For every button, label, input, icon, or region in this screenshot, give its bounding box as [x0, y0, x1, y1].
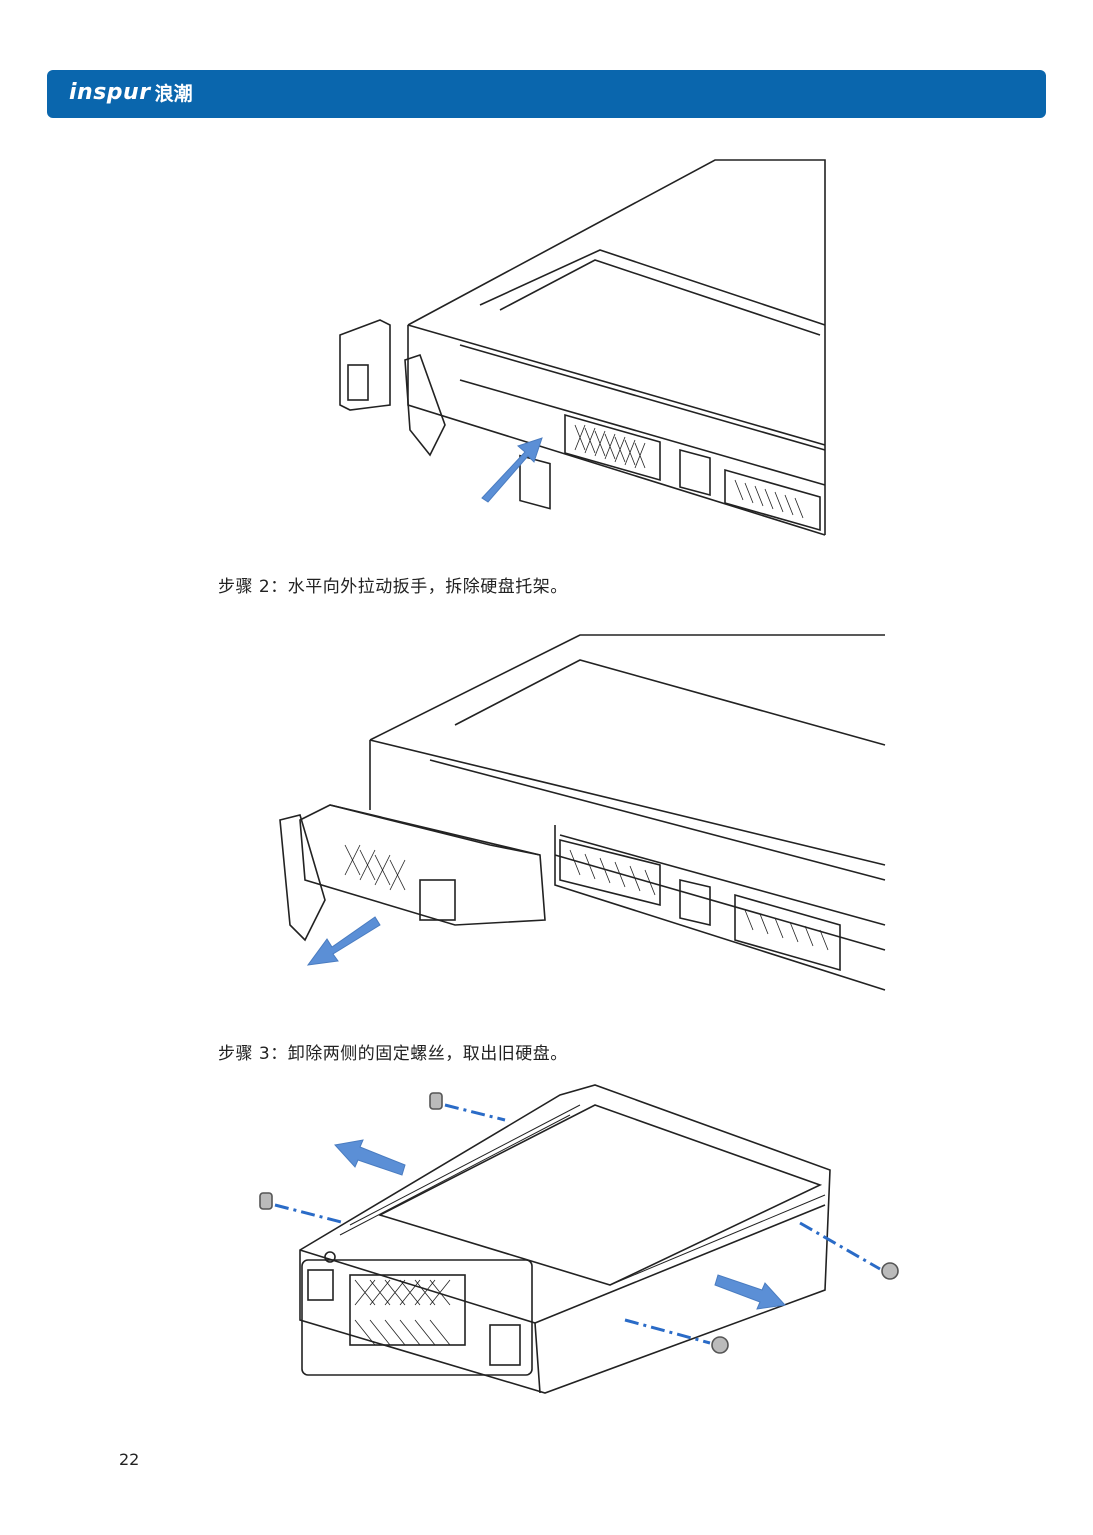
server-chassis-drawing	[339, 159, 826, 536]
server-pull-tray-illustration	[270, 625, 890, 1000]
step-3-text: 步骤 3：卸除两侧的固定螺丝，取出旧硬盘。	[218, 1044, 568, 1064]
drive-tray-drawing	[259, 1084, 899, 1394]
screw-right-icon	[881, 1262, 899, 1280]
logo-cjk: 浪潮	[154, 83, 193, 105]
server-press-latch-illustration	[320, 150, 840, 545]
server-tray-drawing	[279, 634, 886, 991]
page-number: 22	[119, 1450, 140, 1469]
logo-latin: inspur	[69, 80, 151, 105]
pull-arrow-icon	[306, 916, 381, 966]
step-2-text: 步骤 2：水平向外拉动扳手，拆除硬盘托架。	[218, 577, 568, 597]
screw-left-icon	[259, 1192, 273, 1210]
press-arrow-icon	[481, 437, 543, 503]
screw-bottom-icon	[711, 1336, 729, 1354]
drive-tray-screws-illustration	[240, 1075, 920, 1395]
screw-top-left-icon	[429, 1092, 443, 1110]
right-arrow-icon	[714, 1274, 787, 1310]
left-arrow-icon	[334, 1139, 406, 1176]
